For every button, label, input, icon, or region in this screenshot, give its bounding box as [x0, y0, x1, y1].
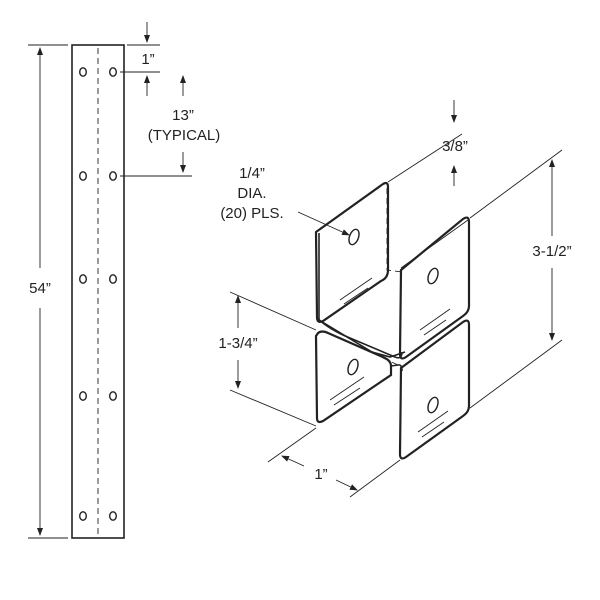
lower-right-flange: [398, 319, 471, 460]
bracket-lower-bend: [390, 364, 403, 372]
width-label: 1”: [314, 466, 327, 483]
strip-hole: [108, 391, 117, 401]
hidden-edge: [386, 188, 403, 273]
bracket-hole: [427, 267, 439, 285]
leader-line: [297, 211, 350, 236]
bracket-hole: [347, 358, 359, 376]
strip-hole: [78, 67, 87, 77]
bracket-hole: [427, 396, 439, 414]
extension-line: [400, 219, 469, 269]
flange-label: 1-3/4”: [218, 335, 257, 352]
strip-hole: [108, 274, 117, 284]
height-label: 3-1/2”: [532, 243, 571, 260]
length-dimension: 54”: [28, 44, 68, 539]
depth-dimension: 3/8”: [387, 100, 469, 269]
strip-hole: [78, 274, 87, 284]
edge-label: 1”: [141, 51, 154, 68]
extension-line: [267, 427, 317, 463]
strip-hole: [78, 171, 87, 181]
strip-holes: [78, 67, 117, 521]
surface-shading: [329, 277, 451, 438]
dimension-line: [335, 479, 358, 491]
spacing-note: (TYPICAL): [148, 127, 221, 144]
flange-dimension: 1-3/4”: [218, 291, 317, 427]
extension-line: [469, 339, 563, 409]
extension-line: [229, 389, 317, 427]
hole-label-size: 1/4”: [239, 165, 265, 182]
spacing-dimension: 13” (TYPICAL): [120, 75, 221, 177]
strip-outline: [71, 44, 125, 539]
strip-hole: [108, 511, 117, 521]
hole-label-dia: DIA.: [237, 185, 266, 202]
strip-hole: [108, 67, 117, 77]
width-dimension: 1”: [267, 427, 401, 498]
upper-right-flange: [398, 216, 471, 360]
extension-line: [349, 459, 401, 498]
height-dimension: 3-1/2”: [469, 149, 572, 409]
bracket-u-bend: [316, 317, 403, 359]
lower-left-flange: [314, 330, 393, 424]
length-label: 54”: [29, 280, 51, 297]
extension-line: [469, 149, 563, 219]
extension-line: [387, 133, 463, 183]
strip-hole: [78, 391, 87, 401]
bracket-isometric: 1/4” DIA. (20) PLS. 3/8” 3-1/2”: [218, 100, 572, 498]
strip-hole: [108, 171, 117, 181]
extension-line: [229, 291, 317, 331]
mounting-strip: 54” 1” 13” (TYPICAL): [28, 22, 221, 539]
spacing-label: 13”: [172, 107, 194, 124]
depth-label: 3/8”: [442, 138, 468, 155]
bracket-hole: [348, 228, 360, 246]
strip-hole: [78, 511, 87, 521]
hole-callout: 1/4” DIA. (20) PLS.: [220, 165, 350, 236]
hole-label-count: (20) PLS.: [220, 205, 283, 222]
edge-dimension: 1”: [120, 22, 160, 96]
dimension-line: [281, 455, 305, 467]
upper-left-flange: [314, 181, 390, 323]
